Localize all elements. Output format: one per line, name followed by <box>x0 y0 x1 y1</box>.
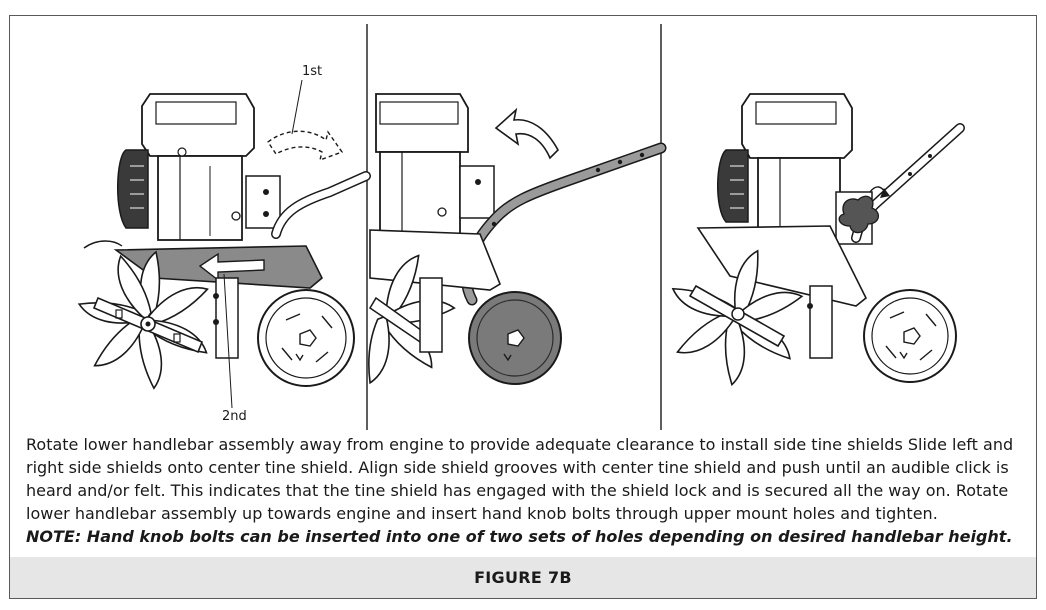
callout-first: 1st <box>302 64 322 79</box>
figure-label: FIGURE 7B <box>474 568 572 587</box>
figure-frame: 1st 2nd <box>9 15 1037 599</box>
instruction-caption: Rotate lower handlebar assembly away fro… <box>26 433 1026 548</box>
panel-1-diagram: 1st 2nd <box>76 64 371 424</box>
assembly-illustration: 1st 2nd <box>76 24 965 430</box>
panel-2-diagram <box>365 93 667 386</box>
figure-label-bar: FIGURE 7B <box>10 557 1036 598</box>
panel-3-diagram <box>668 93 965 386</box>
callout-second: 2nd <box>222 409 247 424</box>
instruction-text: Rotate lower handlebar assembly away fro… <box>26 435 1014 523</box>
note-text: NOTE: Hand knob bolts can be inserted in… <box>26 527 1013 546</box>
